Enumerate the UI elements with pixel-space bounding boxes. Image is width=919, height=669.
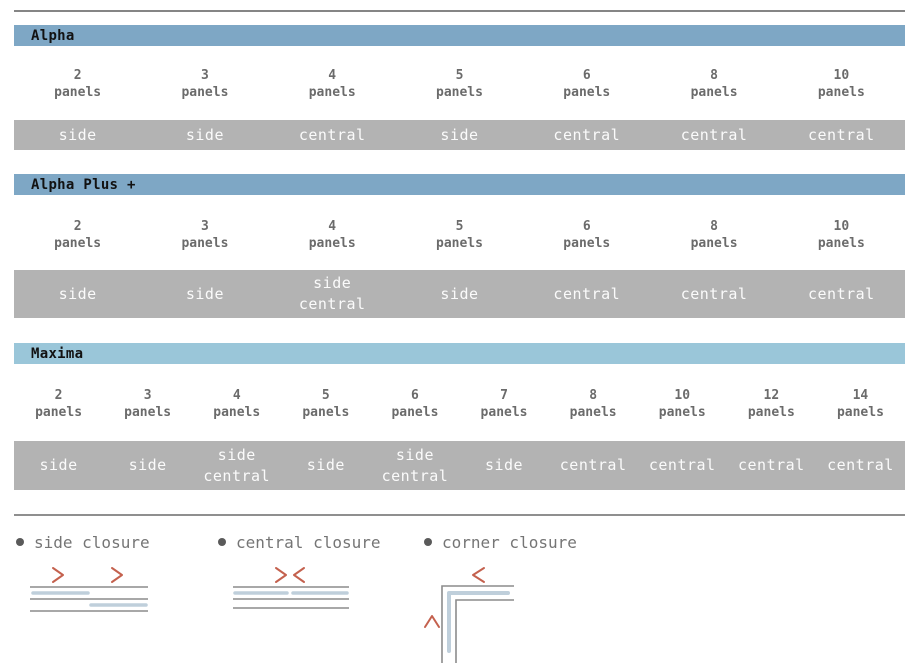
closure-bar-alpha: side side central side central central c… (14, 120, 905, 150)
panels-label: panels (817, 85, 865, 100)
closure-bar-maxima: side side side central side side central… (14, 441, 905, 490)
closure-cell: side (440, 284, 479, 303)
section-title: Maxima (31, 345, 84, 362)
closure-bar-alpha-plus: side side side central side central cent… (14, 270, 905, 318)
section-title: Alpha (31, 27, 75, 44)
panels-label: panels (181, 236, 229, 251)
legend-label-text: corner closure (442, 532, 577, 552)
closure-legend: side closure central closure (14, 532, 905, 663)
panels-label: panels (54, 85, 102, 100)
closure-cell: side central (381, 445, 449, 485)
closure-cell: central (737, 456, 805, 474)
closure-cell: central (553, 284, 621, 303)
legend-label-text: central closure (236, 532, 381, 552)
closure-cell: central (559, 456, 627, 474)
legend-side-closure: side closure (16, 532, 151, 616)
panels-label: panels (213, 405, 261, 420)
panels-label: panels (563, 236, 611, 251)
panels-label: panels (35, 405, 83, 420)
legend-corner-closure: corner closure (424, 532, 577, 663)
corner-closure-diagram (424, 567, 514, 663)
closure-cell: central (553, 125, 621, 144)
central-closure-diagram (233, 567, 349, 609)
panels-label: panels (658, 405, 706, 420)
closure-cell: side (185, 284, 224, 303)
closure-cell: central (827, 456, 894, 474)
closure-cell: side central (203, 445, 271, 485)
panels-label: panels (690, 85, 738, 100)
closure-cell: central (648, 456, 716, 474)
closure-cell: side central (298, 274, 366, 313)
closure-cell: side (440, 125, 479, 144)
panels-label: panels (54, 236, 102, 251)
panels-label: panels (436, 85, 483, 100)
closure-cell: side (185, 125, 224, 144)
panels-label: panels (308, 236, 356, 251)
side-closure-diagram (30, 567, 148, 612)
closure-cell: central (298, 125, 366, 144)
bullet-icon (218, 538, 226, 546)
panels-label: panels (480, 405, 528, 420)
closure-cell: central (680, 284, 748, 303)
top-rule (14, 10, 905, 12)
closure-cell: side (58, 125, 97, 144)
panels-label: panels (747, 405, 795, 420)
bottom-rule (14, 514, 905, 516)
bullet-icon (424, 538, 432, 546)
panels-label: panels (836, 405, 884, 420)
closure-cell: side (39, 456, 78, 474)
closure-cell: side (484, 456, 524, 474)
panels-label: panels (569, 405, 617, 420)
panels-label: panels (817, 236, 865, 251)
closure-cell: side (58, 284, 97, 303)
section-header-alpha: Alpha (14, 25, 905, 46)
section-title: Alpha Plus + (31, 176, 136, 193)
legend-label-text: side closure (34, 532, 150, 552)
panels-label: panels (181, 85, 229, 100)
closure-cell: central (807, 284, 875, 303)
closure-cell: side (306, 456, 345, 474)
closure-cell: central (680, 125, 748, 144)
panels-label: panels (563, 85, 611, 100)
section-header-alpha-plus: Alpha Plus + (14, 174, 905, 195)
closure-cell: side (128, 456, 167, 474)
section-header-maxima: Maxima (14, 343, 905, 364)
panels-label: panels (436, 236, 483, 251)
bullet-icon (16, 538, 24, 546)
closure-cell: central (807, 125, 875, 144)
panels-label: panels (124, 405, 172, 420)
panels-label: panels (302, 405, 350, 420)
panels-label: panels (391, 405, 439, 420)
panels-label: panels (308, 85, 356, 100)
panels-label: panels (690, 236, 738, 251)
legend-central-closure: central closure (218, 532, 381, 616)
